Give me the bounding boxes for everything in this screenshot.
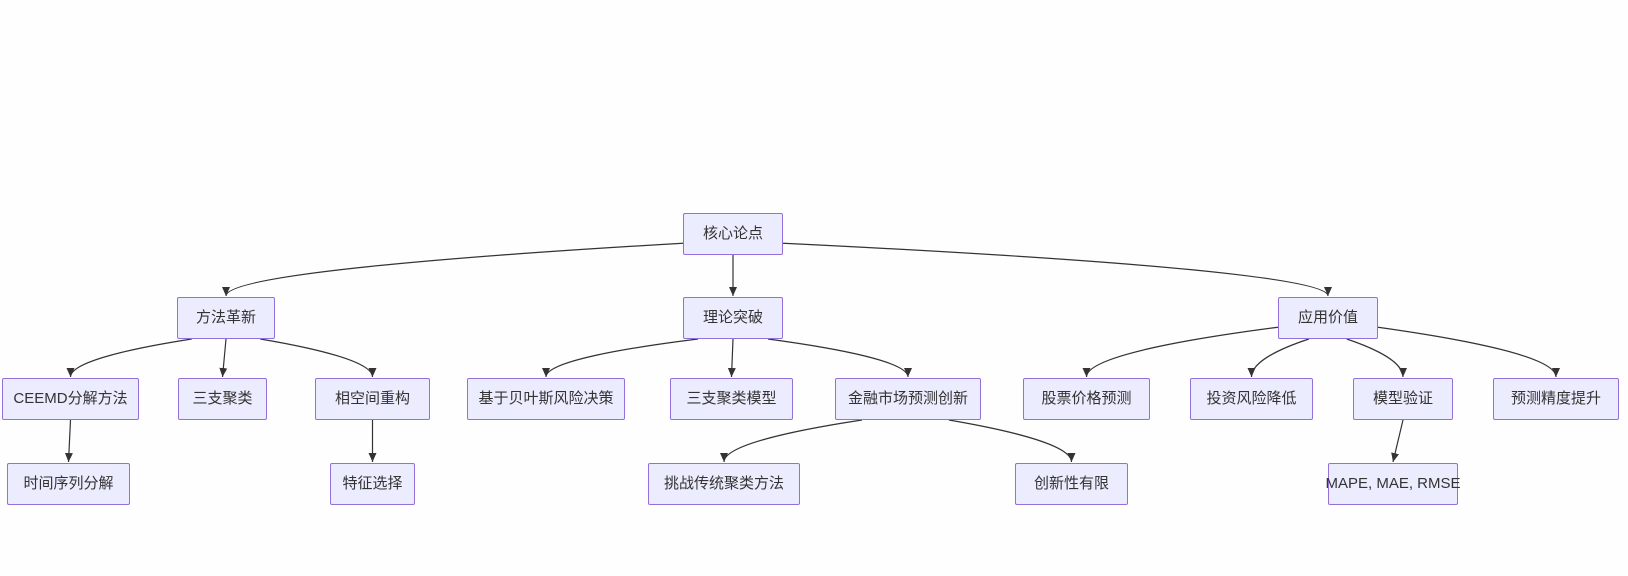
node-metrics: MAPE, MAE, RMSE — [1325, 463, 1461, 505]
node-ceemd: CEEMD分解方法 — [2, 378, 139, 420]
node-accuracy: 预测精度提升 — [1493, 378, 1619, 420]
node-three-way: 三支聚类 — [178, 378, 267, 420]
node-label: 理论突破 — [702, 309, 763, 326]
edge-core-to-value — [782, 242, 1332, 297]
edge-method-to-three-way — [219, 338, 228, 378]
edge-ceemd-to-timeseries — [64, 419, 73, 463]
node-label: 相空间重构 — [334, 390, 410, 407]
node-label: 方法革新 — [195, 309, 256, 326]
node-label: 金融市场预测创新 — [847, 390, 968, 407]
node-label: 挑战传统聚类方法 — [663, 475, 784, 492]
node-label: 股票价格预测 — [1041, 390, 1132, 407]
node-validate: 模型验证 — [1353, 378, 1453, 420]
edge-value-to-validate — [1346, 338, 1407, 378]
node-label: 三支聚类 — [192, 390, 253, 407]
node-bayes: 基于贝叶斯风险决策 — [467, 378, 625, 420]
edge-theory-to-finance — [767, 338, 912, 378]
node-finance: 金融市场预测创新 — [835, 378, 981, 420]
node-value: 应用价值 — [1278, 297, 1378, 339]
edge-theory-to-twc-model — [727, 338, 736, 378]
node-limited: 创新性有限 — [1015, 463, 1128, 505]
edge-finance-to-challenge — [720, 419, 863, 463]
node-label: 三支聚类模型 — [686, 390, 777, 407]
edge-theory-to-bayes — [542, 338, 699, 378]
node-label: 特征选择 — [342, 475, 403, 492]
node-label: 模型验证 — [1372, 390, 1433, 407]
edge-validate-to-metrics — [1391, 419, 1404, 463]
node-label: 创新性有限 — [1033, 475, 1109, 492]
node-theory: 理论突破 — [683, 297, 783, 339]
edge-core-to-method — [222, 242, 684, 297]
edge-method-to-ceemd — [66, 338, 192, 378]
node-label: MAPE, MAE, RMSE — [1325, 475, 1461, 492]
node-label: 应用价值 — [1297, 309, 1358, 326]
node-label: 时间序列分解 — [23, 475, 114, 492]
node-phase: 相空间重构 — [315, 378, 430, 420]
node-twc-model: 三支聚类模型 — [670, 378, 793, 420]
node-core: 核心论点 — [683, 213, 783, 255]
node-invest: 投资风险降低 — [1190, 378, 1313, 420]
node-timeseries: 时间序列分解 — [7, 463, 130, 505]
edge-value-to-invest — [1247, 338, 1310, 378]
node-method: 方法革新 — [177, 297, 275, 339]
edge-method-to-phase — [260, 338, 377, 378]
node-label: 预测精度提升 — [1510, 390, 1601, 407]
node-stock: 股票价格预测 — [1023, 378, 1150, 420]
node-challenge: 挑战传统聚类方法 — [648, 463, 800, 505]
edge-value-to-stock — [1082, 326, 1279, 378]
node-feature: 特征选择 — [330, 463, 415, 505]
edge-value-to-accuracy — [1377, 326, 1560, 378]
node-label: CEEMD分解方法 — [13, 390, 128, 407]
edge-finance-to-limited — [948, 419, 1076, 463]
node-label: 核心论点 — [702, 225, 763, 242]
node-label: 投资风险降低 — [1206, 390, 1297, 407]
node-label: 基于贝叶斯风险决策 — [478, 390, 614, 407]
